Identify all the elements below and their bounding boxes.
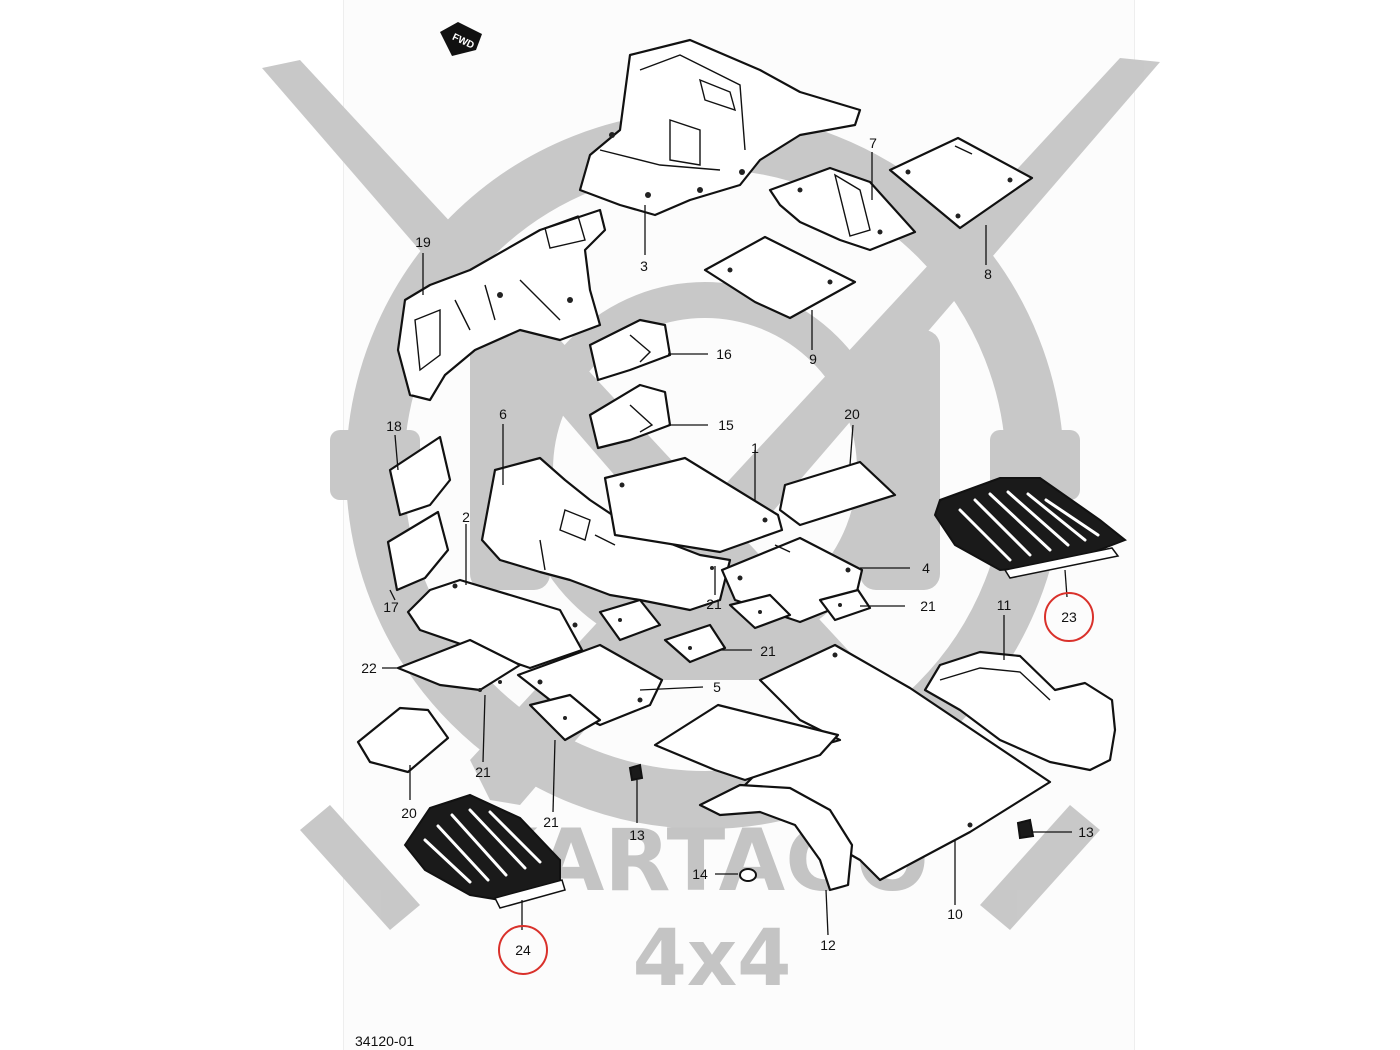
callout-21-b: 21 bbox=[706, 596, 722, 612]
part-12-wheel-arch-trim bbox=[698, 783, 854, 892]
callout-12: 12 bbox=[820, 937, 836, 953]
part-21-clip-pads bbox=[478, 566, 872, 742]
forward-direction-arrow: FWD bbox=[440, 22, 482, 56]
callout-20-upper: 20 bbox=[844, 406, 860, 422]
callout-18: 18 bbox=[386, 418, 402, 434]
callout-6: 6 bbox=[499, 406, 507, 422]
callout-21-c: 21 bbox=[760, 643, 776, 659]
part-8-rear-floor-mat bbox=[888, 136, 1034, 230]
part-19-dash-insulator bbox=[396, 208, 607, 402]
part-2-front-floor-mat bbox=[406, 578, 584, 670]
part-7-tunnel-mat bbox=[768, 166, 917, 252]
callout-3: 3 bbox=[640, 258, 648, 274]
callout-8: 8 bbox=[984, 266, 992, 282]
callout-21-a: 21 bbox=[920, 598, 936, 614]
part-13-clips bbox=[628, 763, 1035, 840]
fwd-arrow-icon bbox=[440, 22, 482, 56]
clip-icon-a bbox=[628, 763, 644, 782]
callout-20-lower: 20 bbox=[401, 805, 417, 821]
part-16-bracket-insulator bbox=[588, 318, 672, 382]
part-9-floor-mat bbox=[703, 235, 857, 320]
part-3-front-floor-insulator bbox=[578, 38, 862, 217]
callout-24: 24 bbox=[515, 942, 531, 958]
callout-24-highlight-ring bbox=[498, 925, 548, 975]
callout-23-highlight-ring bbox=[1044, 592, 1094, 642]
callout-17: 17 bbox=[383, 599, 399, 615]
drawing-code: 34120-01 bbox=[355, 1033, 414, 1049]
part-18-side-insulator bbox=[388, 435, 452, 517]
callout-7: 7 bbox=[869, 135, 877, 151]
part-24-front-tray-mat bbox=[403, 793, 566, 909]
part-14-plug bbox=[739, 868, 757, 882]
callout-13-right: 13 bbox=[1078, 824, 1094, 840]
plug-icon bbox=[739, 868, 757, 882]
part-11-wheel-house-cover bbox=[923, 650, 1117, 772]
callout-22: 22 bbox=[361, 660, 377, 676]
callout-21-d: 21 bbox=[475, 764, 491, 780]
part-22-side-mat bbox=[396, 638, 522, 692]
part-6-tunnel-insulator bbox=[480, 456, 732, 612]
watermark-sub: 4x4 bbox=[633, 914, 792, 1004]
callout-13-left: 13 bbox=[629, 827, 645, 843]
callout-23: 23 bbox=[1061, 609, 1077, 625]
callout-11: 11 bbox=[997, 597, 1012, 613]
clip-icon-b bbox=[1016, 818, 1035, 840]
callout-9: 9 bbox=[809, 351, 817, 367]
callout-5: 5 bbox=[713, 679, 721, 695]
part-1-center-floor-mat bbox=[603, 456, 784, 554]
part-23-rear-tray-mat bbox=[933, 477, 1127, 579]
callout-4: 4 bbox=[922, 560, 930, 576]
part-20-upper-mat bbox=[778, 460, 897, 527]
callout-1: 1 bbox=[751, 440, 759, 456]
callout-21-e: 21 bbox=[543, 814, 559, 830]
callout-19: 19 bbox=[415, 234, 431, 250]
callout-2: 2 bbox=[462, 509, 470, 525]
callout-10: 10 bbox=[947, 906, 963, 922]
part-17-side-insulator bbox=[386, 510, 450, 592]
callout-labels: 1 2 3 4 5 6 7 8 9 10 11 12 13 13 14 15 1… bbox=[355, 135, 1094, 1049]
callout-15: 15 bbox=[718, 417, 734, 433]
part-20-lower-mat bbox=[356, 706, 450, 774]
callout-14: 14 bbox=[692, 866, 708, 882]
callout-16: 16 bbox=[716, 346, 732, 362]
